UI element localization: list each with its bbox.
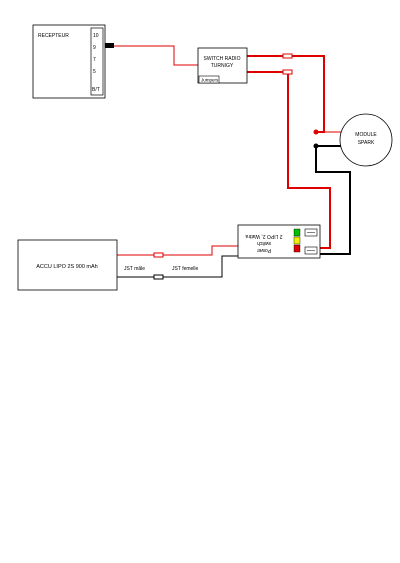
receiver-pin-10: 10 [93, 33, 99, 39]
wire-spark-neg [315, 145, 351, 255]
switch-radio-line1: SWITCH RADIO [204, 56, 241, 62]
wire-switch-out-1 [247, 55, 325, 133]
power-switch-text: Power switch 2 LIPO 2, Wattra [245, 233, 282, 253]
led-red [293, 244, 301, 253]
wire-switch-out-2 [247, 71, 331, 249]
connector-switch-out-1 [282, 53, 293, 59]
power-switch-line3: 2 LIPO 2, Wattra [245, 233, 282, 239]
receiver-title: RECEPTEUR [38, 33, 69, 39]
wire-battery-neg [117, 255, 238, 278]
power-switch-line1: Power [257, 247, 272, 253]
receiver-pin-5: 5 [93, 69, 96, 75]
receiver-pin-strip [90, 27, 104, 96]
battery-box [17, 239, 118, 291]
receiver-pin-bt: B/T [92, 87, 100, 93]
receiver-pin-9: 9 [93, 45, 96, 51]
jumpers-box [198, 75, 220, 84]
jst-male-label: JST mâle [124, 266, 145, 272]
wire-receiver-to-switch [114, 45, 198, 66]
receiver-plug [98, 43, 114, 48]
connector-switch-out-2 [282, 69, 293, 75]
module-spark-line2: SPARK [358, 140, 375, 146]
wire-battery-pos [117, 245, 238, 256]
led-yellow [293, 236, 301, 245]
led-green [293, 228, 301, 237]
connector-jst-pos [153, 252, 164, 258]
switch-radio-box [197, 47, 248, 84]
receiver-pin-7: 7 [93, 57, 96, 63]
battery-label: ACCU LIPO 2S 900 mAh [36, 264, 97, 270]
power-switch-line2: switch [257, 240, 271, 246]
jst-female-label: JST femelle [172, 266, 199, 272]
junction-negative [313, 143, 319, 149]
connector-jst-neg [153, 274, 164, 280]
module-spark-line1: MODULE [355, 132, 377, 138]
junction-positive [313, 129, 319, 135]
jumpers-label: Jumpers [201, 78, 219, 83]
switch-radio-line2: TURNIGY [211, 63, 234, 69]
module-spark-circle [339, 113, 393, 167]
